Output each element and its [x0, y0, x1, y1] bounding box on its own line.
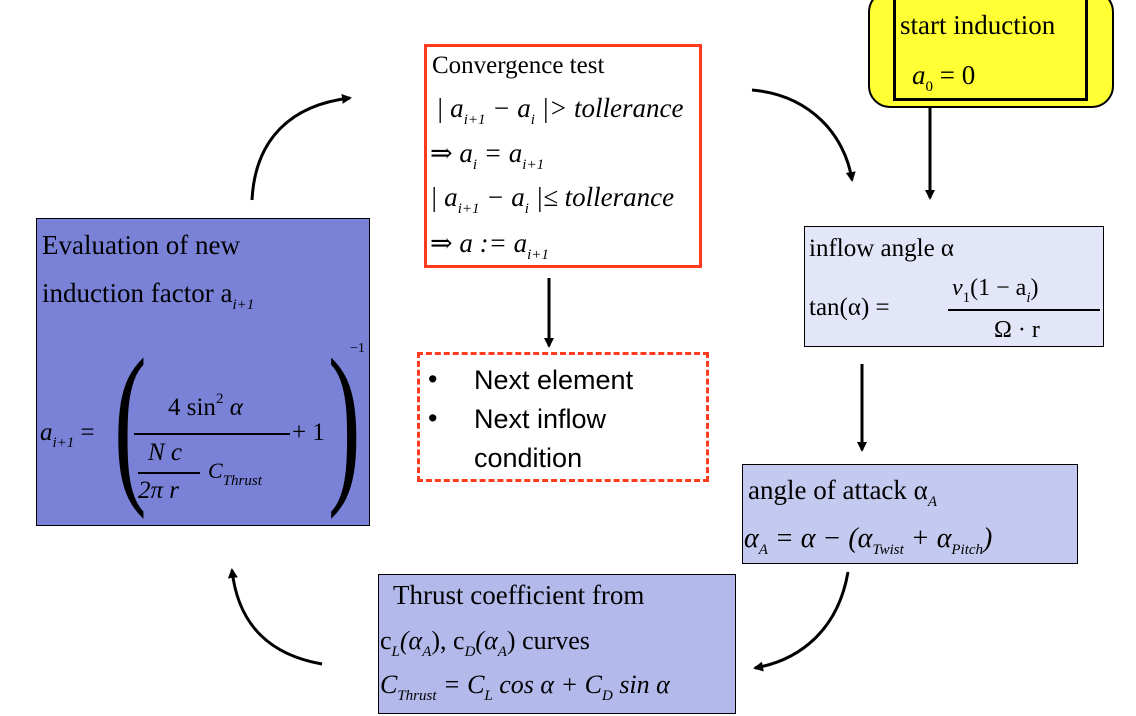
inflow-title: inflow angle α: [809, 235, 955, 262]
convergence-line-3: | ai+1 − ai |≤ tollerance: [430, 182, 675, 217]
next-element-box: [417, 352, 709, 482]
next-item-1: Next element: [474, 365, 634, 395]
inflow-numerator: v1(1 − ai): [952, 275, 1039, 306]
thrust-title: Thrust coefficient from: [393, 580, 645, 610]
convergence-test-box: [424, 44, 702, 268]
evaluation-right-paren: ): [328, 322, 361, 520]
evaluation-title-2: induction factor ai+1: [42, 278, 255, 313]
next-item-2-line-1: Next inflow: [474, 404, 607, 434]
evaluation-numerator: 4 sin2 α: [168, 391, 243, 421]
next-bullet-2: •: [428, 403, 438, 433]
arrow-evaluation-to-convergence: [250, 93, 352, 201]
convergence-line-4: ⇒ a := ai+1: [430, 228, 549, 263]
thrust-coefficient-box: [378, 574, 736, 714]
start-induction-box: [868, 0, 1114, 108]
evaluation-inner-numerator: N c: [148, 439, 183, 466]
convergence-line-2: ⇒ ai = ai+1: [430, 138, 545, 173]
convergence-title: Convergence test: [432, 52, 605, 79]
evaluation-exponent: −1: [350, 341, 365, 356]
arrow-convergence-to-inflow: [751, 88, 856, 182]
inflow-denominator: Ω · r: [994, 317, 1040, 343]
next-bullet-1: •: [428, 364, 438, 394]
inflow-lhs: tan(α) =: [809, 294, 890, 321]
evaluation-cthrust: CThrust: [208, 458, 262, 489]
convergence-line-1: | ai+1 − ai |> tollerance: [436, 93, 684, 128]
start-induction-equation: a0 = 0: [912, 60, 976, 95]
evaluation-inner-denominator: 2π r: [138, 477, 180, 504]
arrow-attack-to-thrust: [753, 571, 850, 672]
inflow-angle-box: [804, 226, 1104, 347]
evaluation-lhs: ai+1 =: [40, 419, 95, 451]
evaluation-fraction-bar: [134, 433, 290, 435]
evaluation-inner-fraction-bar: [138, 472, 200, 474]
angle-of-attack-box: [742, 464, 1078, 564]
attack-title: angle of attack αA: [748, 475, 937, 510]
arrow-thrust-to-evaluation: [227, 568, 323, 666]
thrust-line-3: CThrust = CL cos α + CD sin α: [380, 670, 670, 704]
evaluation-left-paren: (: [114, 322, 147, 520]
evaluation-plus-one: + 1: [292, 419, 325, 446]
start-induction-title: start induction: [900, 10, 1056, 40]
attack-equation: αA = α − (αTwist + αPitch): [744, 523, 993, 558]
start-induction-inner: [893, 0, 1088, 101]
inflow-fraction-bar: [948, 309, 1100, 311]
evaluation-box: [36, 218, 370, 526]
thrust-line-2: cL(αA), cD(αA) curves: [380, 626, 590, 660]
evaluation-title-1: Evaluation of new: [42, 230, 240, 260]
next-item-2-line-2: condition: [474, 443, 583, 473]
